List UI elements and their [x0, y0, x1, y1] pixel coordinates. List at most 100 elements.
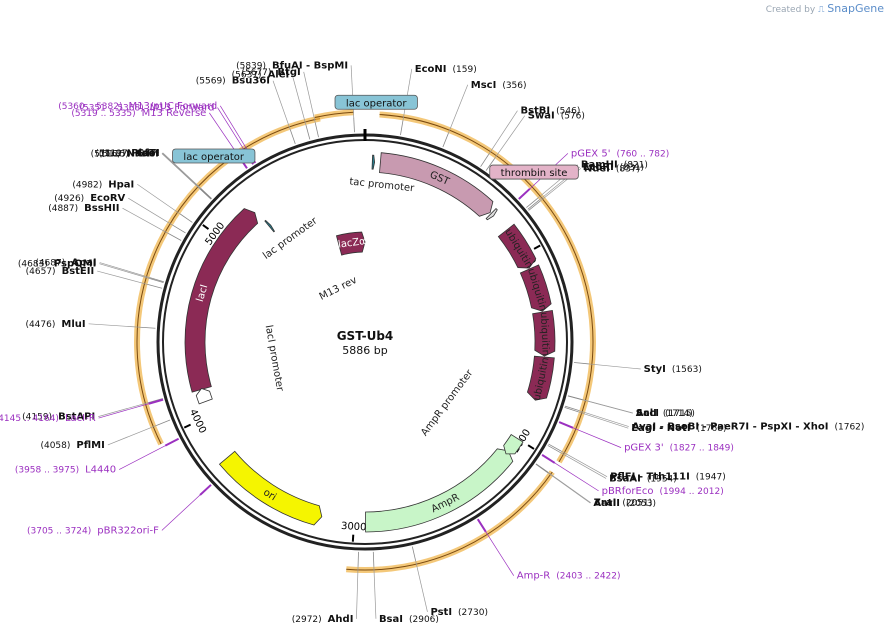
feature-ori: ori [218, 450, 323, 526]
site-label: (5360 .. 5382)M13/pUC Forward [58, 101, 217, 112]
small-feature [264, 219, 276, 233]
leader-line [373, 566, 377, 619]
site-tick [547, 445, 562, 454]
restriction-site: AccI(1715) [567, 395, 695, 419]
site-label: NdeI(837) [584, 163, 640, 174]
restriction-site: (4683)PspOMI [18, 259, 164, 284]
site-tick [527, 199, 540, 210]
site-position: (4926) [54, 194, 84, 204]
site-name: ApaI [71, 258, 96, 269]
leader-line [560, 452, 607, 479]
internal-feature-label: AmpR promoter [419, 367, 476, 438]
snapgene-logo-icon: ⎍ [818, 5, 825, 15]
site-position: (4683) [18, 260, 48, 270]
site-name: MluI [61, 319, 85, 330]
site-label: ZraI(2051) [594, 498, 653, 509]
plasmid-name: GST-Ub4 [337, 329, 394, 343]
small-feature [371, 154, 376, 170]
leader-line [578, 411, 629, 429]
site-name: BtgI [277, 67, 300, 78]
site-name: PstI [430, 607, 452, 618]
thrombin-site-label: thrombin site [489, 164, 579, 180]
leader-line [122, 207, 169, 234]
label-text: lac operator [346, 98, 407, 109]
restriction-site: (4476)MluI [25, 319, 156, 330]
site-position: (4657) [26, 267, 56, 277]
site-tick [140, 326, 156, 329]
feature-label: ubiquitin [538, 312, 551, 356]
leader-line [488, 110, 518, 155]
leader-line [217, 107, 246, 152]
restriction-site: EcoNI(159) [400, 64, 477, 136]
site-name: EcoNI [415, 64, 447, 75]
snapgene-credit: Created by ⎍ SnapGene [766, 2, 884, 15]
leader-line [137, 183, 181, 215]
leader-line [97, 270, 148, 285]
orange-arc-line [136, 117, 321, 445]
leader-line [588, 363, 641, 370]
site-name: BssHII [84, 203, 119, 214]
restriction-site: BsaI(2906) [372, 551, 439, 623]
site-tick [442, 132, 449, 148]
feature-ubiquitin: ubiquitin [532, 309, 556, 357]
site-position: (2403 .. 2422) [556, 572, 620, 582]
small-feature-shape [503, 433, 524, 455]
restriction-site: ZraI(2051) [535, 463, 653, 509]
credit-brand: SnapGene [827, 2, 884, 15]
site-name: PflFI - Tth111I [610, 472, 690, 483]
site-position: (831) [620, 163, 644, 173]
site-tick [149, 278, 164, 284]
orange-arc-line [379, 113, 594, 463]
feature-label: lacZα [337, 236, 366, 251]
leader-line [88, 323, 141, 328]
site-label: AccI(1715) [636, 408, 695, 419]
site-name: M13/pUC Forward [129, 101, 218, 112]
site-name: BstAPI [58, 412, 95, 423]
feature-arrow [519, 264, 552, 312]
restriction-site: (4687)ApaI [35, 258, 164, 283]
site-label: (3705 .. 3724)pBR322ori-F [27, 525, 159, 536]
leader-line [272, 80, 291, 130]
restriction-site: (4926)EcoRV [54, 193, 186, 234]
site-position: (5115) [99, 150, 129, 160]
site-position: (5677) [241, 68, 271, 78]
site-position: (2730) [458, 608, 488, 618]
site-name: BstEII [62, 266, 95, 277]
site-name: LacI-R [65, 413, 96, 424]
leader-line [561, 451, 608, 477]
primer-site: pBRforEco(1994 .. 2012) [541, 454, 724, 497]
leader-line [582, 399, 633, 414]
site-position: (1994 .. 2012) [659, 487, 723, 497]
site-label: (3958 .. 3975)L4440 [15, 465, 116, 476]
site-position: (356) [502, 81, 526, 91]
restriction-site: (5119)PluTI [95, 148, 212, 199]
orange-arc-line [346, 471, 553, 571]
site-position: (546) [556, 107, 580, 117]
site-tick [167, 232, 182, 241]
site-name: PflMI [76, 440, 104, 451]
site-position: (1947) [696, 473, 726, 483]
restriction-site: (4657) BstEII [26, 266, 163, 289]
site-position: (5637) [232, 71, 262, 81]
site-position: (2053) [626, 499, 656, 509]
site-tick [155, 419, 171, 426]
site-position: (4145 .. 4164) [0, 414, 59, 424]
small-feature [503, 433, 524, 455]
feature-arrow [218, 450, 323, 526]
internal-feature-label: lac promoter [261, 215, 320, 262]
site-label: (5116)NarI * [91, 148, 160, 159]
site-position: (4982) [72, 180, 102, 190]
plasmid-length: 5886 bp [342, 344, 387, 357]
restriction-site: MscI(356) [442, 80, 527, 148]
site-label: pGEX 3'(1827 .. 1849) [624, 443, 734, 454]
site-label: pGEX 5'(760 .. 782) [571, 148, 669, 159]
leader-line [572, 427, 622, 448]
site-name: SwaI [528, 111, 555, 122]
label-text: lac operator [183, 152, 244, 163]
site-label: (5637)AleI [232, 70, 290, 81]
site-position: (5119) [95, 149, 125, 159]
label-text: thrombin site [501, 168, 568, 179]
credit-prefix: Created by [765, 5, 816, 15]
scale-tick-label: 4000 [187, 408, 208, 436]
site-name: BamHI [581, 160, 618, 171]
